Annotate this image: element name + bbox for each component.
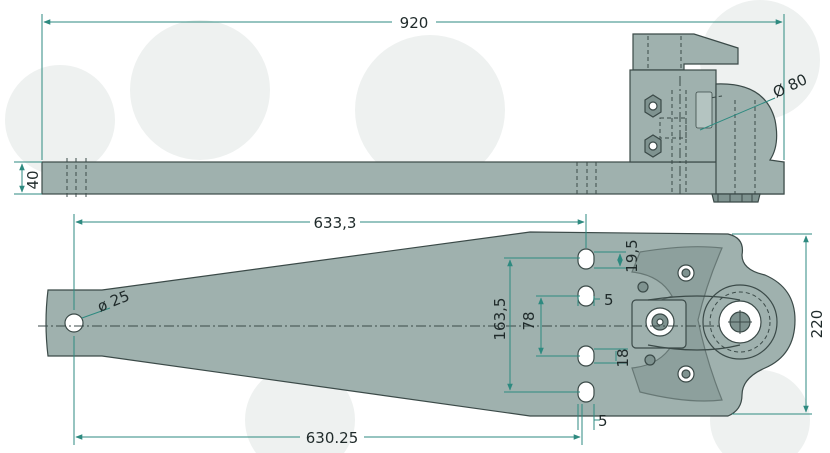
- tapered-arm: [45, 231, 796, 417]
- dim-163-5-label: 163,5: [491, 298, 509, 341]
- dim-19-5-label: 19,5: [623, 239, 641, 272]
- side-view: [41, 33, 785, 203]
- dim-220-label: 220: [808, 310, 826, 339]
- dimension-19-5: 19,5: [594, 239, 641, 273]
- dimension-920: 920: [41, 14, 785, 160]
- dim-630-label: 630.25: [306, 429, 359, 447]
- dim-633-label: 633,3: [314, 214, 357, 232]
- dimension-163-5: 163,5: [491, 257, 580, 393]
- slot-1: [577, 248, 595, 270]
- side-bar: [41, 161, 785, 195]
- bottom-nut: [711, 193, 761, 203]
- dimension-220: 220: [732, 233, 826, 415]
- dimension-633-3: 633,3: [73, 214, 587, 310]
- dim-40-label: 40: [24, 170, 42, 189]
- dim-920-label: 920: [400, 14, 429, 32]
- dim-5-bottom-label: 5: [598, 412, 608, 430]
- slot-3: [577, 345, 595, 367]
- dimension-5-bottom: 5: [577, 404, 608, 430]
- round-housing: [715, 83, 785, 195]
- dimension-78: 78: [520, 295, 580, 357]
- dimension-630-25: 630.25: [73, 336, 583, 447]
- slot-4: [577, 381, 595, 403]
- dimension-40: 40: [14, 161, 42, 195]
- dimension-5-top: 5: [577, 291, 614, 309]
- dim-5-top-label: 5: [604, 291, 614, 309]
- top-view: [38, 231, 796, 417]
- dim-78-label: 78: [520, 311, 538, 330]
- dim-18-label: 18: [614, 348, 632, 367]
- slot-2: [577, 285, 595, 307]
- hole-25: [64, 313, 84, 333]
- dimension-18: 18: [594, 348, 632, 368]
